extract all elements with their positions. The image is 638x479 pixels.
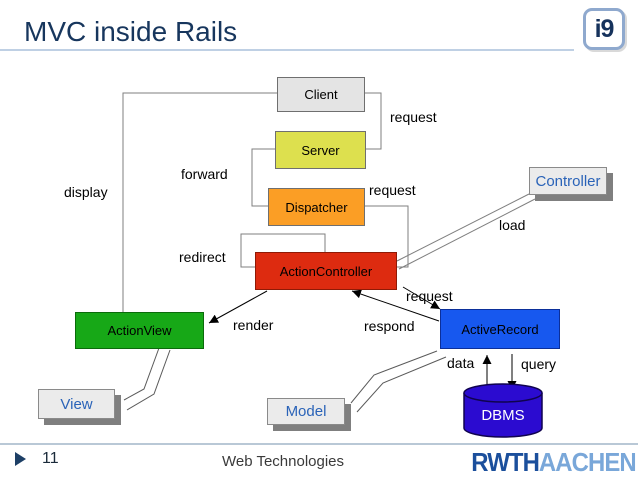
- page-number: 11: [42, 450, 59, 467]
- rwth-logo-primary: RWTH: [471, 447, 541, 477]
- footer-course-title: Web Technologies: [221, 453, 345, 470]
- node-action-view-label: ActionView: [107, 323, 172, 338]
- edge-label-request-active-record: request: [406, 288, 453, 304]
- edge-request-ar-arrow: [402, 286, 441, 310]
- model-note-connector-2: [356, 356, 447, 413]
- edge-forward-line: [251, 148, 275, 207]
- node-action-view: ActionView: [75, 312, 204, 349]
- node-dispatcher-label: Dispatcher: [285, 199, 348, 215]
- edge-render-arrow: [208, 290, 268, 324]
- edge-label-data: data: [447, 355, 475, 371]
- edge-label-forward: forward: [181, 166, 228, 182]
- view-note-connector-1: [123, 347, 160, 401]
- title-underline: [0, 49, 574, 51]
- edge-load-line-2: [398, 198, 536, 270]
- node-dbms-label: DBMS: [481, 407, 524, 424]
- edge-label-query: query: [521, 356, 557, 372]
- page-title: MVC inside Rails: [24, 16, 238, 47]
- edge-display-line: [122, 92, 277, 312]
- edge-label-load: load: [499, 217, 526, 233]
- rwth-aachen-logo: RWTHAACHEN: [471, 447, 637, 478]
- node-active-record: ActiveRecord: [440, 309, 560, 349]
- edge-label-display: display: [64, 184, 108, 200]
- tag-view: View: [38, 389, 115, 419]
- edge-label-render: render: [233, 317, 274, 333]
- edge-label-request-dispatcher: request: [369, 182, 416, 198]
- node-client: Client: [277, 77, 365, 112]
- tag-model-label: Model: [285, 403, 327, 420]
- edge-request-client-line: [364, 92, 382, 150]
- node-action-controller: ActionController: [255, 252, 397, 290]
- node-server-label: Server: [301, 142, 340, 158]
- tag-controller-label: Controller: [535, 172, 601, 190]
- node-action-controller-label: ActionController: [279, 263, 373, 279]
- tag-controller: Controller: [529, 167, 607, 195]
- node-server: Server: [275, 131, 366, 169]
- rwth-logo-secondary: AACHEN: [539, 447, 637, 477]
- edge-redirect-loop: [240, 233, 326, 268]
- i9-logo-text: i9: [594, 14, 615, 43]
- model-note-connector-1: [350, 350, 438, 404]
- node-active-record-label: ActiveRecord: [461, 321, 539, 337]
- page-arrow-icon: [15, 452, 26, 466]
- i9-institute-logo: i9: [583, 8, 625, 50]
- edge-label-request-client: request: [390, 109, 437, 125]
- node-dbms-cylinder: DBMS: [462, 382, 544, 439]
- edge-load-line-1: [396, 193, 530, 262]
- tag-model: Model: [267, 398, 345, 425]
- node-dispatcher: Dispatcher: [268, 188, 365, 226]
- dbms-body: [463, 393, 543, 438]
- tag-view-label: View: [60, 395, 93, 413]
- edge-label-respond: respond: [364, 318, 415, 334]
- edge-respond-arrow: [351, 289, 440, 322]
- edge-label-redirect: redirect: [179, 249, 226, 265]
- dbms-top: [463, 383, 543, 403]
- footer-divider: [0, 443, 638, 445]
- view-note-connector-2: [126, 349, 171, 411]
- node-client-label: Client: [304, 87, 338, 102]
